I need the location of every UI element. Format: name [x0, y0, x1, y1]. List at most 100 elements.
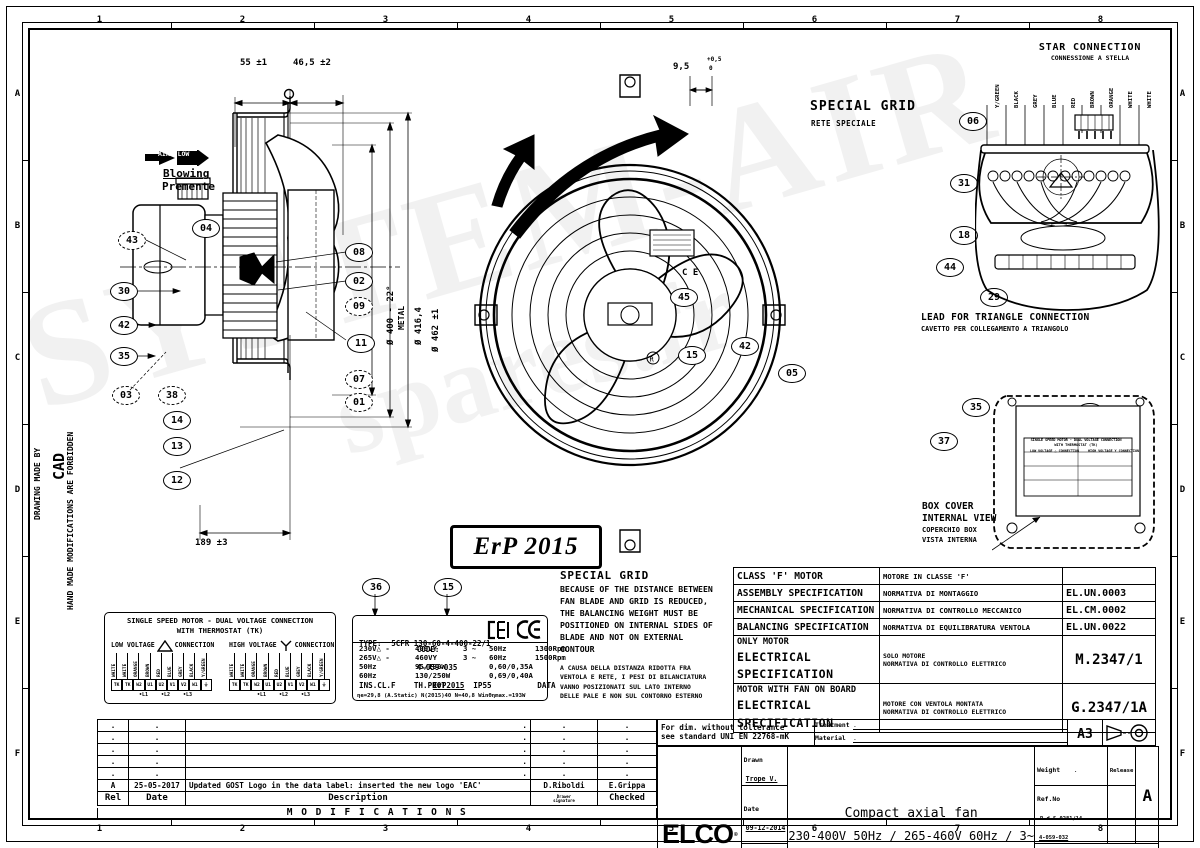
zone-letter: B [14, 221, 21, 231]
box-cover-line1: BOX COVER [922, 501, 974, 512]
star-connection-diagram [978, 105, 1154, 224]
phase-label: •L1 [139, 692, 149, 698]
note-line: POSITIONED ON INTERNAL SIDES OF [560, 619, 713, 630]
zone-letter: C [14, 353, 21, 363]
ce-mark-icon [517, 620, 541, 639]
spec-en-cell: CLASS 'F' MOTOR [733, 567, 880, 585]
wire-line [116, 653, 117, 679]
balloon-02: 02 [345, 272, 373, 291]
balloon-leaders [129, 239, 347, 469]
data-label-cell: 230V△ - [359, 644, 390, 653]
data-label-cell: 50Hz [489, 644, 507, 653]
blowing-it-label: Premente [162, 180, 215, 193]
box-cover-inner-label-4: HIGH VOLTAGE Y CONNECTION [1088, 449, 1140, 453]
sheet-border-outer [6, 6, 1194, 842]
zone-tick [22, 424, 28, 425]
data-label-cell: 50Hz [359, 662, 377, 671]
table-header-cell: Checked [597, 791, 657, 806]
spec-code-cell: EL.CM.0002 [1062, 601, 1156, 619]
balloon-12: 12 [163, 471, 191, 490]
date-cell: Date 09-12-2014 [740, 785, 789, 844]
dia-462-label: Ø 462 ±1 [431, 308, 441, 352]
balloon-35-right: 35 [962, 398, 990, 417]
svg-text:R: R [650, 356, 655, 364]
box-cover-line4: VISTA INTERNA [922, 536, 977, 544]
dim-95-tol-top: +0,5 [707, 56, 722, 63]
dim-55-label: 55 ±1 [240, 58, 268, 68]
table-header-cell: Rel [97, 791, 129, 806]
data-label-type-row: TYPE: 5CFR 130-60-4-400-22/1 [359, 639, 491, 648]
terminal-box-detail [975, 150, 1160, 311]
zone-tick [171, 820, 172, 826]
balloon-04: 04 [192, 219, 220, 238]
release-key-cell: Release [1106, 746, 1137, 786]
table-cell: Updated GOST Logo in the data label: ins… [185, 779, 531, 792]
zone-tick [743, 22, 744, 28]
balloon-07: 07 [345, 370, 373, 389]
wire-line [127, 653, 129, 679]
zone-number: 4 [525, 14, 532, 25]
wire-line [183, 653, 185, 679]
box-cover-internal-drawing [993, 395, 1155, 549]
balloon-08: 08 [345, 243, 373, 262]
box-cover-line3: COPERCHIO BOX [922, 526, 977, 534]
terminal-cell: V2 [178, 679, 190, 691]
table-cell: . [97, 755, 129, 768]
spec-en-cell: MECHANICAL SPECIFICATION [733, 601, 880, 619]
wire-line [149, 653, 151, 679]
wire-line [323, 653, 325, 679]
zone-number: 2 [239, 823, 246, 834]
table-cell: A [97, 779, 129, 792]
special-grid-note: SPECIAL GRID BECAUSE OF THE DISTANCE BET… [560, 569, 736, 702]
data-label-cell: 0,69/0,40A [489, 671, 533, 680]
table-cell: . [185, 755, 531, 768]
zone-letter: E [1179, 617, 1186, 627]
table-cell: . [530, 755, 598, 768]
drawing-number-cell: 4-059-035 [1033, 843, 1160, 848]
phase-label: •L3 [301, 692, 311, 698]
star-connection-title: STAR CONNECTION [1038, 42, 1142, 53]
data-label-row6: ηe=29,8 (A.Static) N(2015)40 N=40,8 Winθ… [357, 693, 526, 699]
data-label-cell: 265V△ - [359, 653, 390, 662]
wire-line [312, 653, 314, 679]
terminal-cell: TK [111, 679, 123, 691]
balloon-44: 44 [936, 258, 964, 277]
wire-line [245, 653, 247, 679]
note-line: VENTOLA E RETE, I PESI DI BILANCIATURA [560, 673, 707, 682]
box-cover-inner-label-2: WITH THERMOSTAT (TK) [1054, 443, 1098, 447]
table-cell: . [597, 719, 657, 732]
front-view-grid-drawing: C E R [474, 74, 786, 553]
data-label-plate: CODE: 4-059-035 ErP2015 TYPE: 5CFR 130-6… [352, 615, 566, 701]
special-grid-sub-front: RETE SPECIALE [811, 119, 877, 128]
spec-en-cell: BALANCING SPECIFICATION [733, 618, 880, 636]
air-flow-label: AIR FLOW [158, 150, 190, 158]
table-cell: . [97, 767, 129, 780]
wire-line [234, 653, 235, 679]
terminal-cell: W2 [251, 679, 263, 691]
balloon-15-label: 15 [434, 578, 462, 597]
table-cell: . [530, 743, 598, 756]
erp-2015-logo: ErP 2015 [450, 525, 602, 569]
zone-letter: D [1179, 485, 1186, 495]
phase-label: •L2 [161, 692, 171, 698]
note-line: A CAUSA DELLA DISTANZA RIDOTTA FRA [560, 663, 691, 672]
zone-letter: E [14, 617, 21, 627]
data-label-cell: 0,60/0,35A [489, 662, 533, 671]
balloon-42-front: 42 [731, 337, 759, 356]
spec-code-cell: EL.UN.0003 [1062, 584, 1156, 602]
box-cover-line2: INTERNAL VIEW [922, 513, 997, 524]
zone-tick [600, 22, 601, 28]
drawn-cell: Drawn Trope V. [740, 746, 789, 786]
table-cell: . [97, 731, 129, 744]
zone-number: 4 [525, 823, 532, 834]
note-line: DELLE PALE E NON SUL CONTORNO ESTERNO [560, 692, 703, 701]
zone-tick [1172, 292, 1178, 293]
wire-line [278, 653, 280, 679]
